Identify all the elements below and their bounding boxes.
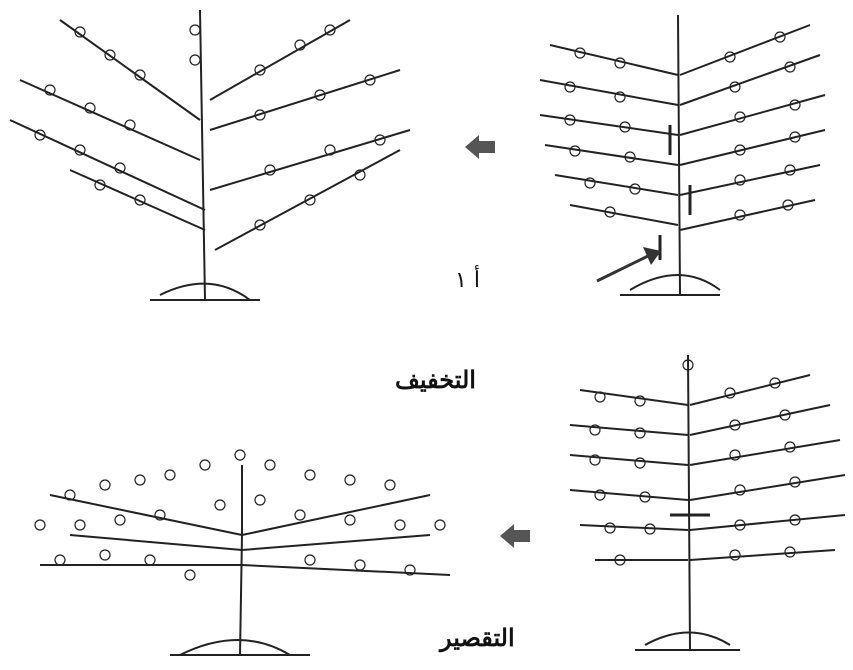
- tree-before-heading-back: [560, 345, 850, 665]
- arrow-up-right-icon: [595, 245, 665, 285]
- arrow-left-icon: [500, 524, 530, 548]
- tree-before-thinning: [530, 5, 840, 305]
- tree-after-heading-back: [10, 385, 460, 665]
- tree-after-thinning: [0, 0, 420, 320]
- heading-back-label: التقصير: [440, 623, 515, 652]
- panel-mark-label: أ ١: [455, 268, 480, 293]
- arrow-left-icon: [465, 135, 495, 159]
